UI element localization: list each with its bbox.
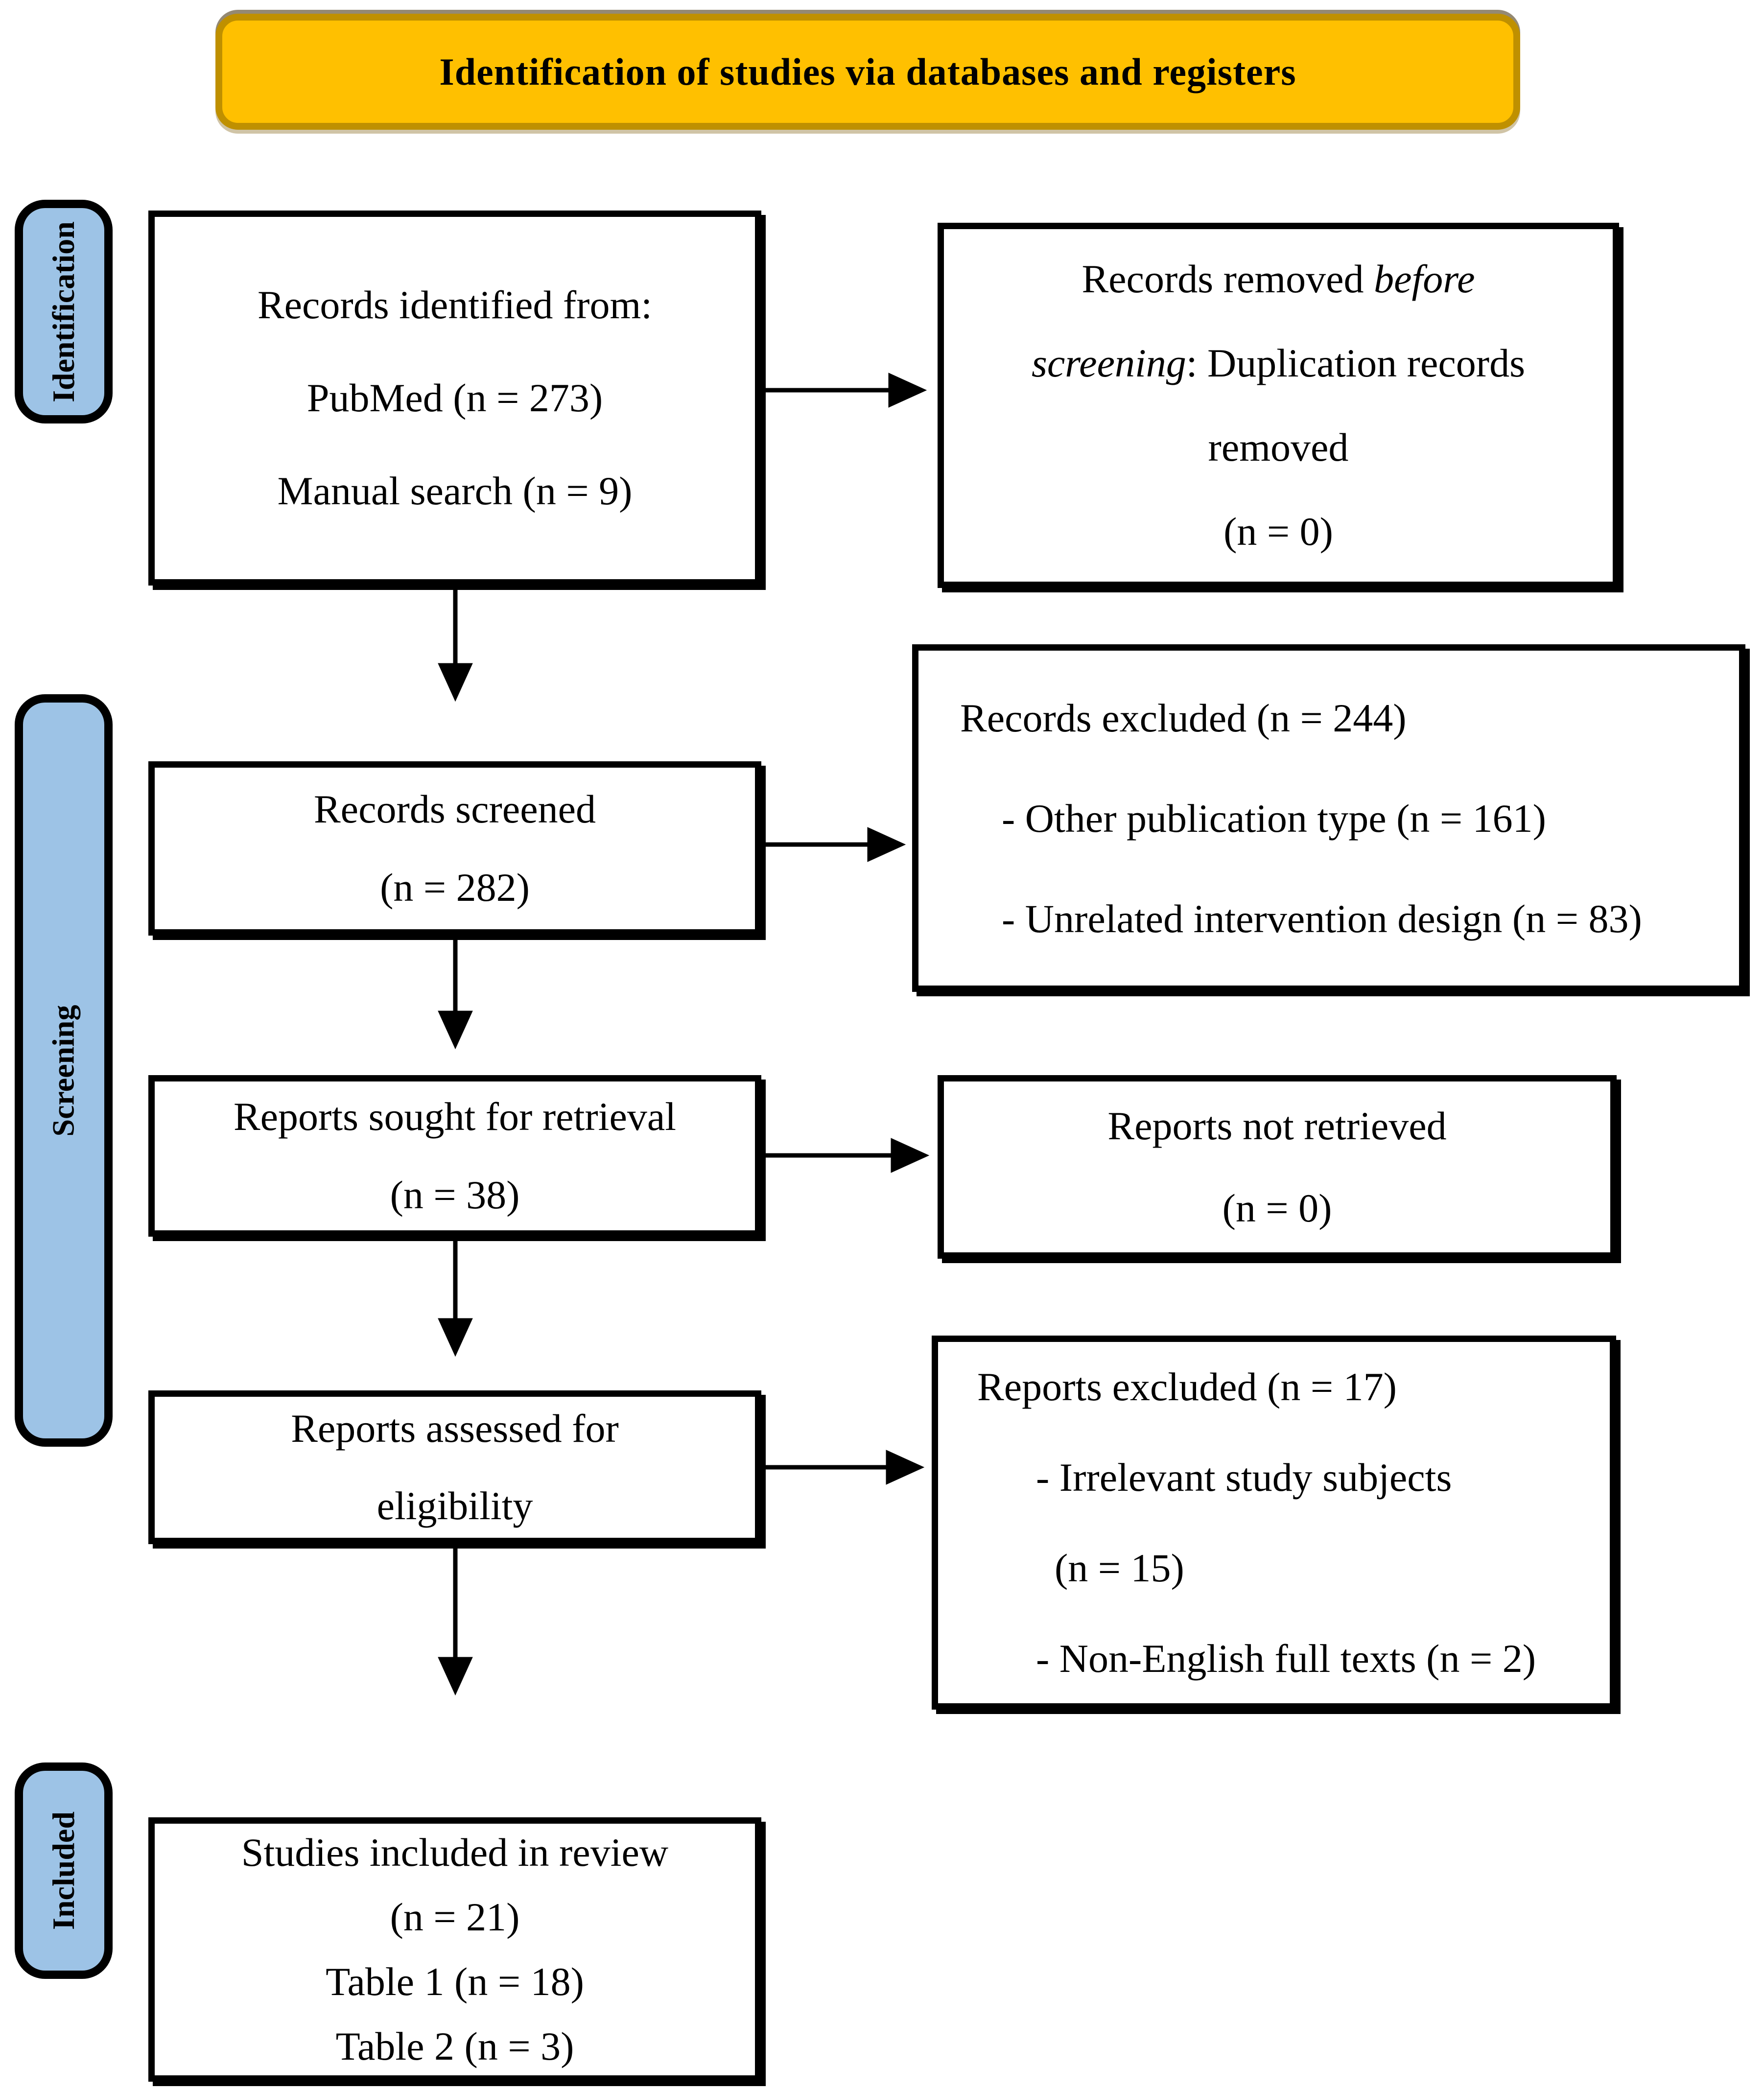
text-line: - Non-English full texts (n = 2): [1036, 1636, 1536, 1681]
box-records-excluded: Records excluded (n = 244) - Other publi…: [912, 644, 1745, 992]
text-line: (n = 38): [390, 1173, 520, 1217]
box-records-screened: Records screened (n = 282): [148, 761, 761, 936]
text-line: removed: [1208, 425, 1349, 470]
text-line: eligibility: [376, 1483, 533, 1528]
arrowhead-screened-to-sought: [438, 1010, 473, 1050]
text-line: (n = 15): [1055, 1546, 1184, 1590]
box-studies-included-in-review: Studies included in review (n = 21) Tabl…: [148, 1817, 761, 2082]
arrowhead-identified-to-removed: [888, 373, 927, 408]
text-line: Records screened: [313, 787, 596, 831]
arrowhead-assessed-to-included: [438, 1657, 473, 1696]
stage-label-text: Identification: [46, 221, 81, 402]
text-line: Reports not retrieved: [1107, 1103, 1447, 1148]
text-line: Reports excluded (n = 17): [977, 1364, 1397, 1409]
box-records-identified: Records identified from: PubMed (n = 273…: [148, 211, 761, 586]
text-line: Table 2 (n = 3): [335, 2024, 574, 2068]
stage-label-identification: Identification: [15, 200, 113, 423]
stage-label-included: Included: [15, 1762, 113, 1979]
stage-label-text: Included: [46, 1811, 81, 1930]
arrowhead-sought-to-not-retrieved: [891, 1138, 930, 1173]
text-line: Studies included in review: [241, 1830, 669, 1875]
text-line: Table 1 (n = 18): [326, 1959, 584, 2004]
text-line: - Unrelated intervention design (n = 83): [1002, 896, 1642, 941]
box-reports-excluded: Reports excluded (n = 17) - Irrelevant s…: [932, 1336, 1616, 1710]
stage-label-screening: Screening: [15, 694, 113, 1447]
arrowhead-assessed-to-reports-excluded: [886, 1450, 925, 1485]
arrowhead-screened-to-excluded: [867, 827, 906, 862]
text-line: (n = 0): [1223, 509, 1333, 554]
arrowhead-identified-to-screened: [438, 663, 473, 702]
banner: Identification of studies via databases …: [215, 14, 1520, 130]
text-line: screening: Duplication records: [1032, 341, 1525, 385]
text-line: - Irrelevant study subjects: [1036, 1455, 1452, 1500]
text-line: (n = 282): [380, 865, 530, 910]
text-line: Reports assessed for: [291, 1406, 619, 1451]
text-line: PubMed (n = 273): [306, 376, 603, 420]
box-reports-sought-for-retrieval: Reports sought for retrieval (n = 38): [148, 1075, 761, 1237]
text-line: (n = 21): [390, 1895, 520, 1939]
text-line: Records removed before: [1082, 257, 1475, 301]
banner-title: Identification of studies via databases …: [439, 50, 1296, 93]
box-reports-not-retrieved: Reports not retrieved (n = 0): [938, 1075, 1617, 1259]
box-records-removed-before-screening: Records removed before screening: Duplic…: [938, 223, 1619, 588]
text-line: - Other publication type (n = 161): [1002, 796, 1546, 841]
text-line: Records excluded (n = 244): [960, 695, 1407, 740]
text-line: Reports sought for retrieval: [233, 1094, 677, 1139]
text-line: Manual search (n = 9): [277, 469, 633, 513]
stage-label-text: Screening: [46, 1004, 81, 1137]
box-reports-assessed-for-eligibility: Reports assessed for eligibility: [148, 1390, 761, 1544]
arrowhead-sought-to-assessed: [438, 1318, 473, 1357]
text-line: Records identified from:: [257, 282, 653, 327]
text-line: (n = 0): [1222, 1185, 1332, 1230]
